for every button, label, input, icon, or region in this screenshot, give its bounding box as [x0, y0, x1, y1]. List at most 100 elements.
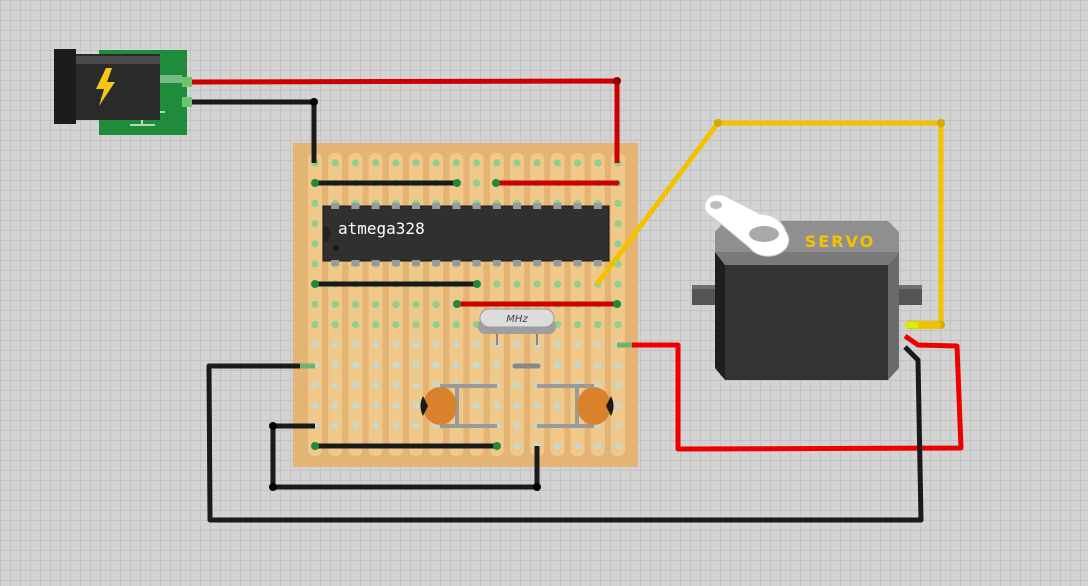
board-hole[interactable] — [351, 422, 359, 430]
board-hole[interactable] — [614, 199, 622, 207]
board-hole[interactable] — [392, 422, 400, 430]
board-hole[interactable] — [372, 422, 380, 430]
board-hole[interactable] — [614, 401, 622, 409]
board-hole[interactable] — [553, 280, 562, 288]
board-hole[interactable] — [553, 442, 562, 450]
board-hole[interactable] — [473, 179, 481, 187]
board-hole[interactable] — [452, 361, 460, 369]
board-hole[interactable] — [392, 341, 400, 349]
board-hole[interactable] — [432, 300, 440, 308]
board-hole[interactable] — [392, 401, 400, 409]
crystal-oscillator[interactable]: MHz — [478, 308, 556, 345]
board-hole[interactable] — [452, 321, 460, 329]
board-hole[interactable] — [574, 321, 582, 329]
board-hole[interactable] — [574, 442, 582, 450]
board-hole[interactable] — [574, 361, 582, 369]
board-hole[interactable] — [513, 280, 521, 288]
board-hole[interactable] — [392, 300, 400, 308]
board-hole[interactable] — [392, 159, 400, 167]
board-hole[interactable] — [311, 300, 319, 308]
board-hole[interactable] — [614, 321, 622, 329]
board-hole[interactable] — [331, 401, 339, 409]
board-hole[interactable] — [392, 381, 400, 389]
board-hole[interactable] — [553, 361, 562, 369]
board-hole[interactable] — [311, 240, 319, 248]
board-hole[interactable] — [614, 361, 622, 369]
board-hole[interactable] — [574, 159, 582, 167]
board-hole[interactable] — [392, 321, 400, 329]
board-hole[interactable] — [513, 341, 521, 349]
board-hole[interactable] — [594, 321, 602, 329]
board-hole[interactable] — [513, 381, 521, 389]
board-hole[interactable] — [372, 341, 380, 349]
board-hole[interactable] — [533, 280, 541, 288]
board-hole[interactable] — [533, 401, 541, 409]
board-hole[interactable] — [331, 159, 339, 167]
board-hole[interactable] — [331, 321, 339, 329]
board-hole[interactable] — [473, 401, 481, 409]
board-hole[interactable] — [351, 321, 359, 329]
board-hole[interactable] — [432, 381, 440, 389]
board-hole[interactable] — [473, 159, 481, 167]
board-hole[interactable] — [311, 260, 319, 268]
board-hole[interactable] — [351, 159, 359, 167]
power-jack[interactable] — [54, 49, 192, 135]
board-hole[interactable] — [553, 401, 562, 409]
board-hole[interactable] — [412, 422, 420, 430]
board-hole[interactable] — [432, 361, 440, 369]
board-hole[interactable] — [513, 159, 521, 167]
board-hole[interactable] — [412, 361, 420, 369]
board-hole[interactable] — [614, 422, 622, 430]
board-hole[interactable] — [513, 422, 521, 430]
board-hole[interactable] — [432, 321, 440, 329]
board-hole[interactable] — [331, 341, 339, 349]
capacitor-left[interactable] — [420, 384, 498, 428]
board-hole[interactable] — [614, 381, 622, 389]
board-hole[interactable] — [533, 159, 541, 167]
board-hole[interactable] — [311, 341, 319, 349]
board-hole[interactable] — [452, 341, 460, 349]
board-hole[interactable] — [432, 159, 440, 167]
board-hole[interactable] — [311, 220, 319, 228]
board-hole[interactable] — [311, 321, 319, 329]
board-hole[interactable] — [553, 159, 562, 167]
atmega328-chip[interactable]: atmega328 — [322, 203, 610, 266]
board-hole[interactable] — [412, 381, 420, 389]
board-hole[interactable] — [372, 300, 380, 308]
board-hole[interactable] — [493, 401, 501, 409]
board-hole[interactable] — [513, 401, 521, 409]
board-hole[interactable] — [594, 159, 602, 167]
board-hole[interactable] — [331, 361, 339, 369]
board-hole[interactable] — [493, 159, 501, 167]
board-hole[interactable] — [452, 159, 460, 167]
board-hole[interactable] — [372, 159, 380, 167]
board-hole[interactable] — [412, 401, 420, 409]
board-hole[interactable] — [574, 280, 582, 288]
board-hole[interactable] — [372, 401, 380, 409]
board-hole[interactable] — [372, 381, 380, 389]
board-hole[interactable] — [614, 280, 622, 288]
board-hole[interactable] — [351, 341, 359, 349]
servo-motor[interactable]: SERVO — [692, 194, 922, 380]
board-hole[interactable] — [372, 321, 380, 329]
board-hole[interactable] — [351, 300, 359, 308]
board-hole[interactable] — [331, 422, 339, 430]
board-hole[interactable] — [351, 381, 359, 389]
board-hole[interactable] — [513, 442, 521, 450]
board-hole[interactable] — [392, 361, 400, 369]
board-hole[interactable] — [493, 280, 501, 288]
board-hole[interactable] — [614, 240, 622, 248]
board-hole[interactable] — [412, 159, 420, 167]
board-hole[interactable] — [351, 401, 359, 409]
board-hole[interactable] — [412, 300, 420, 308]
board-hole[interactable] — [493, 361, 501, 369]
board-hole[interactable] — [412, 341, 420, 349]
wire-black-servo[interactable] — [206, 345, 924, 523]
board-hole[interactable] — [351, 361, 359, 369]
board-hole[interactable] — [331, 300, 339, 308]
board-hole[interactable] — [594, 341, 602, 349]
board-hole[interactable] — [614, 442, 622, 450]
board-hole[interactable] — [614, 220, 622, 228]
board-hole[interactable] — [594, 361, 602, 369]
board-hole[interactable] — [473, 341, 481, 349]
